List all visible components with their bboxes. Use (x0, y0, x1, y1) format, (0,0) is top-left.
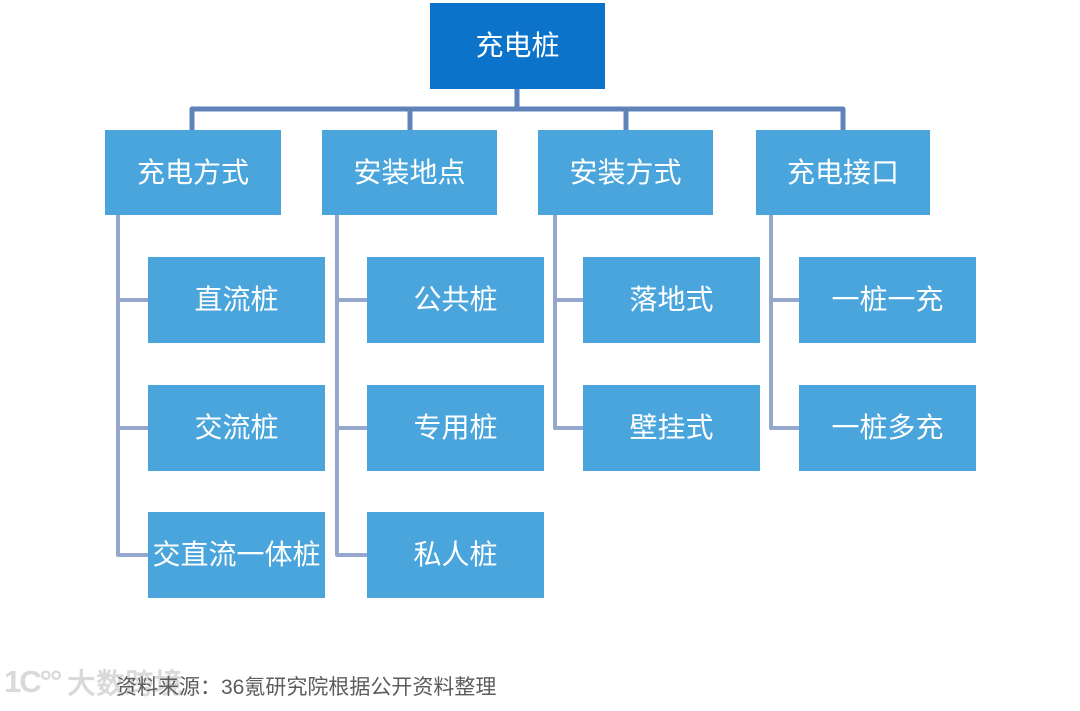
node-child-wall-mounted: 壁挂式 (583, 385, 760, 471)
source-note: 资料来源：36氪研究院根据公开资料整理 (116, 676, 497, 699)
node-branch-install-location: 安装地点 (322, 130, 497, 215)
node-root-charging-pile: 充电桩 (430, 3, 605, 89)
node-child-acdc-combo-pile: 交直流一体桩 (148, 512, 325, 598)
node-branch-charging-mode: 充电方式 (105, 130, 281, 215)
node-child-dedicated-pile: 专用桩 (367, 385, 544, 471)
node-child-dc-pile: 直流桩 (148, 257, 325, 343)
node-child-ac-pile: 交流桩 (148, 385, 325, 471)
node-child-private-pile: 私人桩 (367, 512, 544, 598)
node-branch-charging-interface: 充电接口 (756, 130, 930, 215)
node-child-public-pile: 公共桩 (367, 257, 544, 343)
node-child-floor-standing: 落地式 (583, 257, 760, 343)
watermark: 1C°° 大数跨境 (4, 662, 183, 702)
branch-2-spine (335, 215, 367, 557)
branch-1-spine (116, 215, 148, 557)
branch-4-spine (769, 215, 799, 430)
level2-bus-line (189, 106, 846, 130)
node-child-one-pile-one-charge: 一桩一充 (799, 257, 976, 343)
branch-3-spine (553, 215, 583, 430)
watermark-brand-text: 大数跨境 (67, 668, 184, 699)
watermark-logo-icon: 1C°° (4, 664, 62, 699)
node-child-one-pile-multi-charge: 一桩多充 (799, 385, 976, 471)
node-branch-install-method: 安装方式 (538, 130, 713, 215)
